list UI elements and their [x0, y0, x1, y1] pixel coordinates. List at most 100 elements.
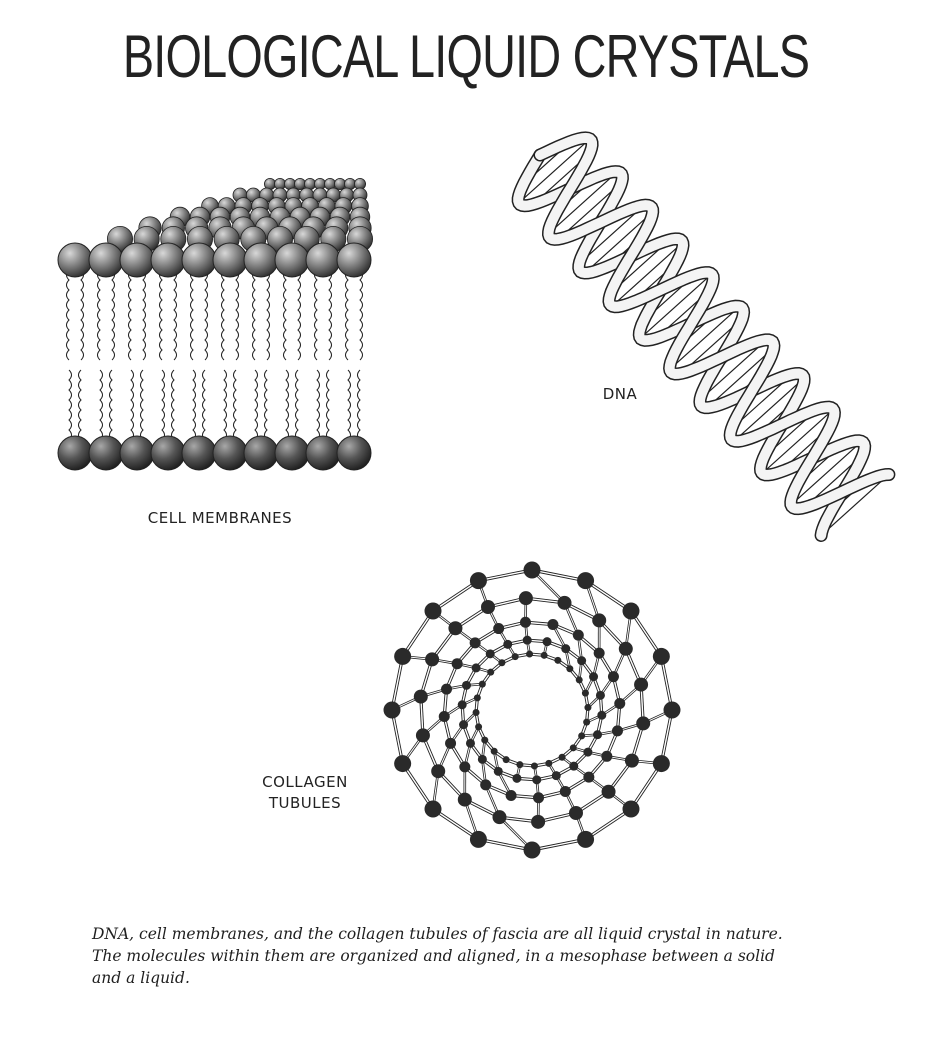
caption-line-2: The molecules within them are organized …	[92, 947, 775, 965]
tubule-atom	[575, 676, 583, 684]
tubule-atom	[532, 775, 542, 785]
tubule-atom	[493, 766, 503, 776]
tubule-atom	[487, 668, 495, 676]
lipid-tail	[161, 369, 165, 441]
tubule-atom	[492, 810, 507, 825]
lipid-tail	[80, 269, 84, 361]
tubule-atom	[634, 677, 649, 692]
tubule-atom	[611, 725, 623, 737]
tubule-atom	[498, 659, 506, 667]
tubule-atom	[394, 647, 412, 665]
tubule-atom	[531, 814, 546, 829]
tubule-atom	[459, 761, 471, 773]
tubule-atom	[578, 732, 586, 740]
lipid-head	[305, 242, 341, 278]
lipid-head	[88, 435, 124, 471]
lipid-tail	[223, 369, 227, 441]
tubule-atom	[477, 754, 487, 764]
tubule-atom	[478, 680, 486, 688]
tubule-bond-fill	[660, 709, 673, 764]
lipid-tail	[357, 369, 361, 441]
tubule-atom	[566, 665, 574, 673]
lipid-head	[243, 435, 279, 471]
lipid-tail	[359, 269, 363, 361]
tubule-atom	[475, 723, 483, 731]
tubule-bond-fill	[478, 569, 533, 582]
lipid-tail	[130, 369, 134, 441]
tubule-atom	[559, 785, 571, 797]
tubule-atom	[394, 755, 412, 773]
dna-backbone-outline	[511, 148, 872, 542]
tubule-atom	[457, 700, 467, 710]
dna-helix-illustration	[511, 131, 896, 542]
tubule-atom	[593, 730, 603, 740]
tubule-atom	[415, 728, 430, 743]
lipid-tail	[68, 369, 72, 441]
lipid-tail	[326, 369, 330, 441]
lipid-tail	[314, 269, 318, 361]
tubule-atom	[518, 591, 533, 606]
lipid-tail	[78, 369, 82, 441]
tubule-atom	[533, 792, 545, 804]
tubule-atom	[540, 651, 548, 659]
lipid-tail	[235, 269, 239, 361]
tubule-bond-fill	[585, 808, 632, 840]
tubule-atom	[557, 595, 572, 610]
lipid-tail	[190, 269, 194, 361]
base-pair	[699, 339, 767, 401]
tubule-atom	[481, 599, 496, 614]
base-pair	[790, 440, 863, 506]
lipid-tail	[173, 269, 177, 361]
tubule-atom	[438, 711, 450, 723]
tubule-atom	[490, 747, 498, 755]
tubule-atom	[577, 572, 595, 590]
tubule-atom	[448, 621, 463, 636]
tubule-atom	[530, 762, 538, 770]
tubule-atom	[451, 658, 463, 670]
lipid-head	[212, 242, 248, 278]
collagen-label-line2: TUBULES	[268, 794, 342, 812]
collagen-tubule-illustration	[383, 561, 681, 859]
lipid-tail	[345, 269, 349, 361]
tubule-atom	[545, 759, 553, 767]
lipid-tail	[97, 269, 101, 361]
base-pair	[733, 377, 805, 442]
tubule-atom	[581, 689, 589, 697]
lipid-head	[119, 435, 155, 471]
lipid-tail	[192, 369, 196, 441]
lipid-tail	[159, 269, 163, 361]
tubule-atom	[622, 602, 640, 620]
collagen-tubules-label: COLLAGEN TUBULES	[240, 772, 370, 814]
tubule-atom	[577, 830, 595, 848]
lipid-tail	[111, 269, 115, 361]
lipid-tail	[295, 369, 299, 441]
lipid-head	[305, 435, 341, 471]
figure-caption: DNA, cell membranes, and the collagen tu…	[92, 923, 832, 989]
collagen-label-line1: COLLAGEN	[262, 773, 348, 791]
tubule-atom	[601, 784, 616, 799]
base-pair	[761, 408, 834, 474]
lipid-tail	[316, 369, 320, 441]
tubule-atom	[589, 672, 599, 682]
tubule-atom	[554, 656, 562, 664]
tubule-atom	[461, 680, 471, 690]
tubule-atom	[568, 806, 583, 821]
base-pair	[820, 474, 890, 536]
tubule-atom	[519, 616, 531, 628]
lipid-head	[333, 177, 346, 190]
lipid-tail	[252, 269, 256, 361]
lipid-tail	[221, 269, 225, 361]
lipid-tail	[233, 369, 237, 441]
tubule-atom	[622, 800, 640, 818]
tubule-atom	[445, 737, 457, 749]
tubule-atom	[503, 639, 513, 649]
tubule-atom	[558, 753, 566, 761]
tubule-atom	[592, 613, 607, 628]
tubule-atom	[457, 792, 472, 807]
tubule-atom	[614, 697, 626, 709]
tubule-atom	[383, 701, 401, 719]
tubule-atom	[512, 773, 522, 783]
tubule-atom	[523, 561, 541, 579]
lipid-tail	[347, 369, 351, 441]
tubule-atom	[469, 830, 487, 848]
